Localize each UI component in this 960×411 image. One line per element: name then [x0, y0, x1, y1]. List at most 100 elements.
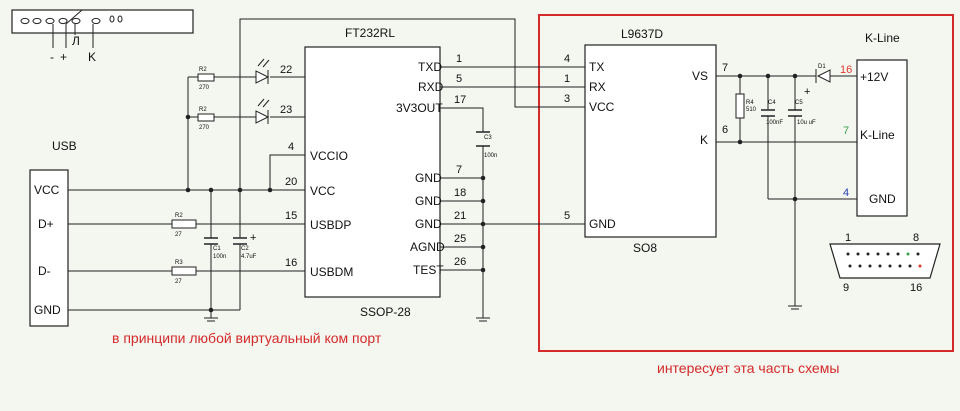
r2c-name: R2: [175, 213, 183, 219]
r2b-value: 270: [199, 125, 210, 131]
ft232-pin-num: 4: [288, 141, 294, 153]
c5-value: 10u uF: [797, 120, 816, 126]
usb-pin-gnd: GND: [34, 303, 61, 317]
ft232-pin-num: 21: [454, 210, 466, 222]
ft232-pin-name: TXD: [418, 60, 442, 74]
r4-name: R4: [746, 100, 754, 106]
ft232-pin-name: VCCIO: [310, 149, 348, 163]
l9637-pin-name: VCC: [589, 100, 615, 114]
ft232rl-chip: FT232RL SSOP-28 22 23 4 VCCIO 20 VCC 15 …: [280, 26, 466, 319]
c4-value: 100nF: [766, 120, 783, 126]
c2-value: 4.7uF: [241, 254, 257, 260]
l9637-pin-num: 1: [564, 73, 570, 85]
usb-title: USB: [52, 139, 77, 153]
ft232-pin-name: AGND: [410, 240, 445, 254]
ft232-pin-num: 1: [456, 53, 462, 65]
ft232-pin-num: 20: [285, 176, 297, 188]
note-right: интересует эта часть схемы: [657, 360, 839, 376]
strip-label-minus: -: [50, 50, 54, 64]
ft232-pin-name: GND: [415, 194, 442, 208]
r4-value: 510: [746, 107, 757, 113]
l9637-title: L9637D: [621, 27, 663, 41]
ft232-pin-num: 5: [456, 73, 462, 85]
kline-components: R4 510 C4 100nF + C5 10u uF D1: [735, 64, 831, 126]
db9-n9: 9: [843, 282, 849, 294]
ft232-pin-num: 17: [454, 94, 466, 106]
c3-value: 100n: [484, 153, 497, 159]
kline-pin-gnd: GND: [869, 192, 896, 206]
r2a-value: 270: [199, 85, 210, 91]
strip-label-k: K: [88, 50, 96, 64]
junctions: [185, 73, 798, 313]
ft232-pin-name: RXD: [418, 80, 444, 94]
l9637-pin-num: 6: [722, 124, 728, 136]
connector-strip: - + Л K: [11, 9, 194, 64]
ft232-pin-name: USBDP: [310, 218, 351, 232]
strip-label-plus: +: [60, 50, 67, 64]
l9637-pin-num: 5: [564, 210, 570, 222]
ft232-pin-name: USBDM: [310, 265, 353, 279]
c1-name: C1: [213, 246, 221, 252]
note-left: в принципи любой виртуальный ком порт: [112, 330, 382, 346]
l9637-pin-name: TX: [589, 60, 604, 74]
kline-connector: K-Line 16 +12V 7 K-Line 4 GND: [840, 31, 908, 217]
ft232-title: FT232RL: [345, 26, 395, 40]
l9637-pin-num: 3: [564, 93, 570, 105]
usb-pin-dplus: D+: [38, 217, 54, 231]
l9637d-chip: L9637D SO8 TX 4 RX 1 VCC 3 GND 5 VS 7 K …: [564, 27, 728, 255]
kline-pin-12v: +12V: [860, 70, 888, 84]
ft232-pin-num: 22: [280, 64, 292, 76]
obd-connector-drawing: 1 8 9 16: [829, 232, 941, 294]
d1-name: D1: [818, 64, 826, 70]
capacitors-left: C1 100n + C2 4.7uF C3 100n: [204, 131, 497, 260]
kline-title: K-Line: [865, 31, 900, 45]
ft232-pin-name: 3V3OUT: [396, 101, 443, 115]
ft232-pin-num: 25: [454, 233, 466, 245]
ft232-pin-name: VCC: [310, 184, 336, 198]
ft232-pin-name: GND: [415, 217, 442, 231]
svg-text:+: +: [250, 232, 256, 244]
l9637-pin-name: K: [700, 133, 708, 147]
c1-value: 100n: [213, 254, 226, 260]
kline-pin-num-gnd: 4: [843, 187, 849, 199]
strip-label-l: Л: [72, 34, 80, 48]
l9637-pin-name: GND: [589, 217, 616, 231]
svg-text:+: +: [804, 86, 810, 98]
kline-pin-num-k: 7: [843, 125, 849, 137]
l9637-pin-num: 7: [722, 62, 728, 74]
ft232-pin-num: 18: [454, 187, 466, 199]
l9637-pin-num: 4: [564, 53, 570, 65]
ft232-pin-num: 15: [285, 210, 297, 222]
usb-pin-vcc: VCC: [34, 183, 60, 197]
c5-name: C5: [795, 100, 803, 106]
kline-pin-k: K-Line: [860, 128, 895, 142]
l9637-package: SO8: [633, 241, 657, 255]
kline-pin-num-12v: 16: [840, 64, 852, 76]
ft232-pin-num: 23: [280, 104, 292, 116]
ft232-pin-num: 16: [285, 257, 297, 269]
db9-n16: 16: [910, 282, 922, 294]
led-indicators: [255, 58, 270, 124]
usb-pin-dminus: D-: [38, 264, 51, 278]
c4-name: C4: [768, 100, 776, 106]
ft232-pin-name: TEST: [413, 263, 444, 277]
r2a-name: R2: [199, 67, 207, 73]
r3-name: R3: [175, 260, 183, 266]
ft232-pin-name: GND: [415, 171, 442, 185]
r2c-value: 27: [175, 232, 182, 238]
c3-name: C3: [484, 135, 492, 141]
ft232-package: SSOP-28: [360, 305, 411, 319]
resistors-left: R2 270 R2 270 R2 27 R3 27: [171, 67, 215, 285]
db9-n1: 1: [845, 232, 851, 244]
r2b-name: R2: [199, 107, 207, 113]
ground-symbols: [204, 305, 802, 322]
c2-name: C2: [241, 246, 249, 252]
usb-connector: USB VCC D+ D- GND: [29, 139, 77, 327]
ft232-pin-num: 7: [456, 164, 462, 176]
l9637-pin-name: VS: [692, 69, 708, 83]
r3-value: 27: [175, 279, 182, 285]
highlight-box: [538, 14, 954, 352]
l9637-pin-name: RX: [589, 80, 606, 94]
